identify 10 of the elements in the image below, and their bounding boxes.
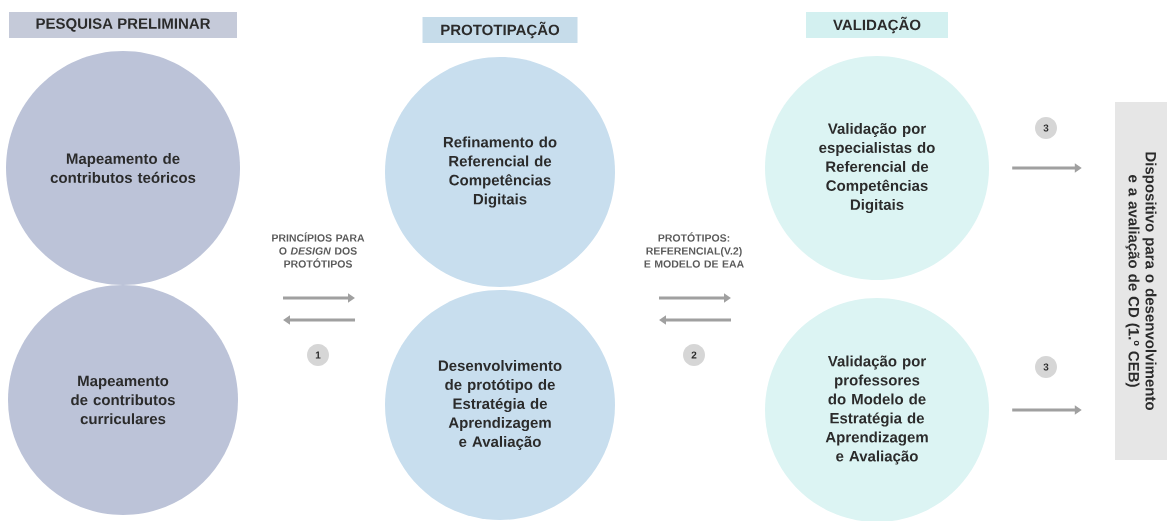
step-badge: 3: [1035, 117, 1057, 139]
step-badge: 3: [1035, 356, 1057, 378]
heading-band: PROTOTIPAÇÃO: [422, 17, 578, 43]
flow-label: PROTÓTIPOS: REFERENCIAL(V.2) E MODELO DE EAA: [644, 232, 744, 268]
flow-label: PRINCÍPIOS PARA O DESIGN DOS PROTÓTIPOS: [272, 232, 365, 268]
heading-band: PESQUISA PRELIMINAR: [9, 12, 237, 38]
step-badge: 1: [307, 344, 329, 366]
step-badge: 2: [683, 344, 705, 366]
result-box: Dispositivo para o desenvolvimento e a avaliação de CD (1.º CEB): [1115, 102, 1167, 460]
heading-band: VALIDAÇÃO: [806, 12, 948, 38]
